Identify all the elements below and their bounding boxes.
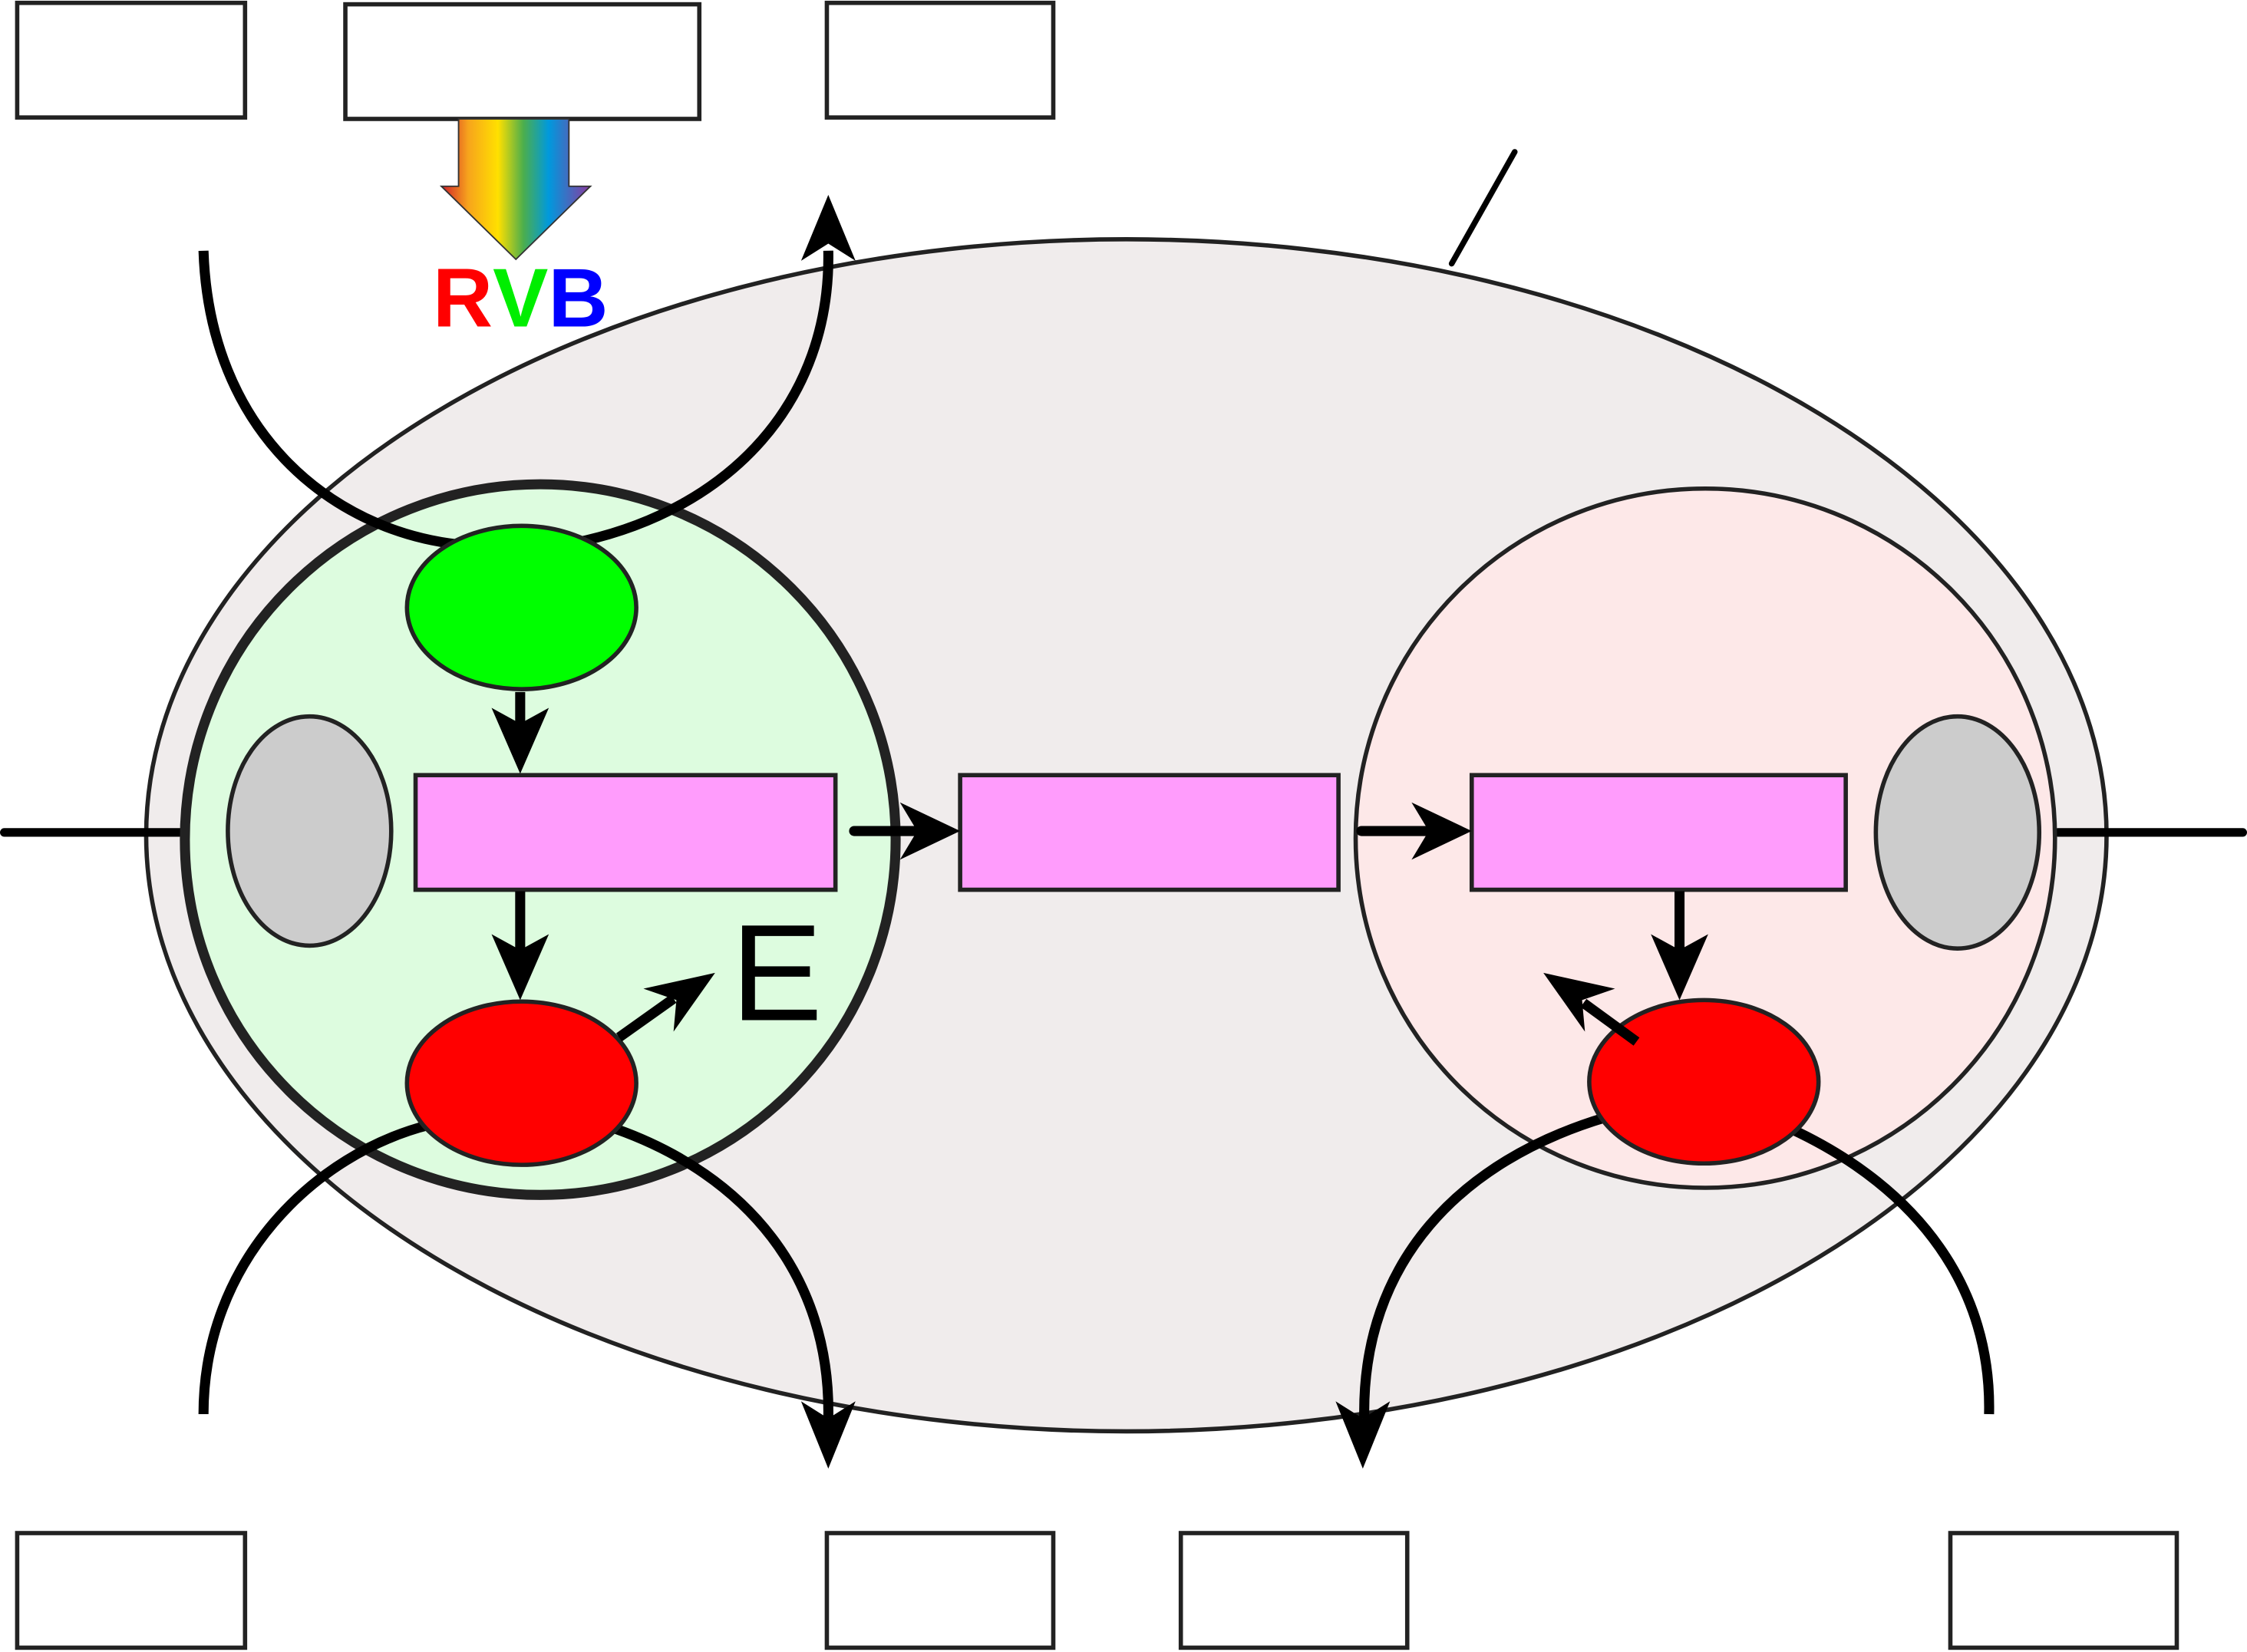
arrowhead-red-right (1651, 934, 1708, 1001)
top-box-2 (343, 2, 702, 121)
top-box-1 (15, 0, 248, 120)
input-curve-bottom-right (1789, 1124, 1995, 1415)
top-box-3 (824, 0, 1056, 120)
red-node-left (404, 999, 638, 1167)
arrowhead-bottom-right (1335, 1401, 1391, 1469)
bottom-box-4 (1948, 1531, 2179, 1650)
gray-node-right (1873, 714, 2042, 951)
pointer-line (1448, 149, 1518, 267)
light-label: RVB (433, 252, 609, 345)
bar-3 (1469, 773, 1848, 892)
energy-label: E (731, 896, 823, 1050)
light-arrow-icon (439, 118, 592, 261)
arrowhead-bar2 (899, 802, 961, 860)
red-node-right (1587, 997, 1821, 1166)
output-curve-bottom-left (614, 1124, 833, 1419)
arrowhead-red-left (491, 934, 549, 1001)
light-label-r: R (433, 252, 493, 345)
arrowhead-bar1 (491, 707, 549, 774)
bar-2 (958, 773, 1341, 892)
input-curve-bottom-left (198, 1119, 431, 1415)
arrowhead-top (800, 194, 856, 261)
energy-arrow-left (615, 994, 677, 1042)
light-label-v: V (493, 252, 548, 345)
green-node (404, 523, 638, 691)
energy-arrowhead-right (1543, 972, 1615, 1032)
bar-1 (413, 773, 838, 892)
arrowhead-bottom-left (800, 1401, 856, 1469)
bottom-box-1 (15, 1531, 248, 1650)
bottom-box-2 (824, 1531, 1056, 1650)
energy-arrow-right (1580, 998, 1640, 1046)
input-curve-top-left (198, 250, 460, 550)
output-curve-top (579, 250, 833, 547)
output-curve-bottom-right (1359, 1113, 1607, 1419)
light-label-b: B (548, 252, 608, 345)
bottom-box-3 (1178, 1531, 1410, 1650)
energy-arrowhead-left (643, 972, 715, 1032)
arrowhead-bar3 (1411, 802, 1472, 860)
gray-node-left (226, 714, 394, 948)
